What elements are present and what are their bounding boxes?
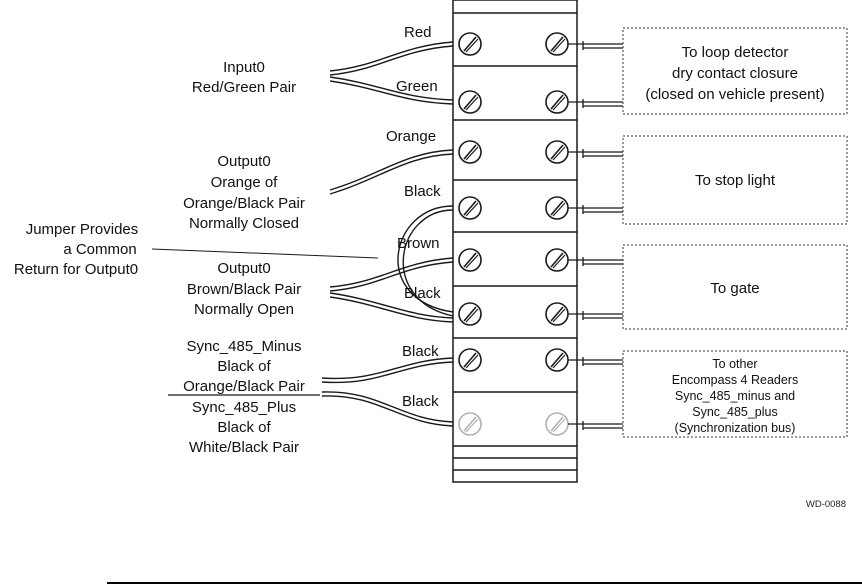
screw-right-2: [545, 90, 569, 114]
screw-left-8: [458, 412, 482, 436]
jumper-line3: Return for Output0: [14, 261, 138, 278]
sync-minus-line2: Black of: [217, 358, 271, 375]
other-readers-box: [622, 350, 848, 438]
wire-red-inner: [329, 45, 454, 76]
wire-brown-inner: [329, 261, 454, 292]
wire-orange-inner: [329, 153, 454, 195]
wire-green: [329, 76, 454, 101]
jumper-pointer-line: [151, 248, 379, 259]
terminal-block: [452, 0, 578, 483]
screw-left-6: [458, 302, 482, 326]
output0-nc-line2: Orange of: [211, 174, 279, 191]
screw-right-1: [545, 32, 569, 56]
sync-plus-line1: Sync_485_Plus: [192, 399, 296, 416]
jumper-line2: a Common: [63, 241, 136, 258]
output0-nc-line4: Normally Closed: [189, 215, 299, 232]
loop-detector-line1: To loop detector: [682, 44, 789, 61]
sync-minus-line1: Sync_485_Minus: [186, 338, 301, 355]
wire-label-black-1: Black: [404, 183, 441, 200]
screw-right-7: [545, 348, 569, 372]
screw-right-5: [545, 248, 569, 272]
screw-right-6: [545, 302, 569, 326]
screw-right-4: [545, 196, 569, 220]
other-readers-line5: (Synchronization bus): [675, 421, 796, 435]
loop-detector-line2: dry contact closure: [672, 65, 798, 82]
drawing-id: WD-0088: [806, 499, 846, 510]
other-readers-line2: Encompass 4 Readers: [672, 373, 798, 387]
sync-plus-line3: White/Black Pair: [189, 439, 299, 456]
screw-left-3: [458, 140, 482, 164]
screw-left-4: [458, 196, 482, 220]
wire-black-no: [329, 292, 454, 319]
input0-line2: Red/Green Pair: [192, 79, 296, 96]
loop-detector-box: [622, 27, 848, 115]
jumper-wire: [397, 205, 454, 313]
gate-label: To gate: [710, 280, 759, 297]
wire-label-red: Red: [404, 24, 432, 41]
wire-sync-minus-inner: [321, 361, 454, 384]
sync-plus-line2: Black of: [217, 419, 271, 436]
wire-green-inner: [329, 80, 454, 105]
wire-orange: [329, 149, 454, 191]
wire-red: [329, 41, 454, 72]
wire-labels: Red Green Orange Black Brown Black Black…: [386, 24, 441, 410]
other-readers-line4: Sync_485_plus: [692, 405, 777, 419]
output0-nc-line3: Orange/Black Pair: [183, 195, 305, 212]
wire-sync-plus-inner: [321, 395, 454, 427]
wire-brown: [329, 257, 454, 288]
output-wire-stubs: [568, 41, 623, 430]
screw-left-7: [458, 348, 482, 372]
wire-sync-minus: [321, 357, 454, 380]
stop-light-label: To stop light: [695, 172, 776, 189]
output0-no-line3: Normally Open: [194, 301, 294, 318]
jumper-line1: Jumper Provides: [26, 221, 139, 238]
left-labels: Input0 Red/Green Pair Output0 Orange of …: [14, 59, 305, 456]
right-box-labels: To loop detector dry contact closure (cl…: [645, 44, 824, 435]
wire-label-green: Green: [396, 78, 438, 95]
screw-left-5: [458, 248, 482, 272]
sync-minus-line3: Orange/Black Pair: [183, 378, 305, 395]
other-readers-line3: Sync_485_minus and: [675, 389, 795, 403]
wire-label-black-2: Black: [404, 285, 441, 302]
screw-right-8: [545, 412, 569, 436]
jumper-wire-inner: [402, 209, 454, 317]
wire-label-black-3: Black: [402, 343, 439, 360]
stop-light-box: [622, 135, 848, 225]
right-boxes: [622, 27, 848, 438]
output0-no-line2: Brown/Black Pair: [187, 281, 301, 298]
screw-left-1: [458, 32, 482, 56]
input0-line1: Input0: [223, 59, 265, 76]
wire-label-black-4: Black: [402, 393, 439, 410]
screw-left-2: [458, 90, 482, 114]
output0-nc-line1: Output0: [217, 153, 270, 170]
screw-terminals: [458, 32, 569, 436]
wire-label-orange: Orange: [386, 128, 436, 145]
wires: [151, 41, 454, 427]
output0-no-line1: Output0: [217, 260, 270, 277]
wire-black-no-inner: [329, 296, 454, 323]
gate-box: [622, 244, 848, 330]
screw-right-3: [545, 140, 569, 164]
wire-label-brown: Brown: [397, 235, 440, 252]
other-readers-line1: To other: [712, 357, 757, 371]
loop-detector-line3: (closed on vehicle present): [645, 86, 824, 103]
wire-sync-plus: [321, 391, 454, 423]
